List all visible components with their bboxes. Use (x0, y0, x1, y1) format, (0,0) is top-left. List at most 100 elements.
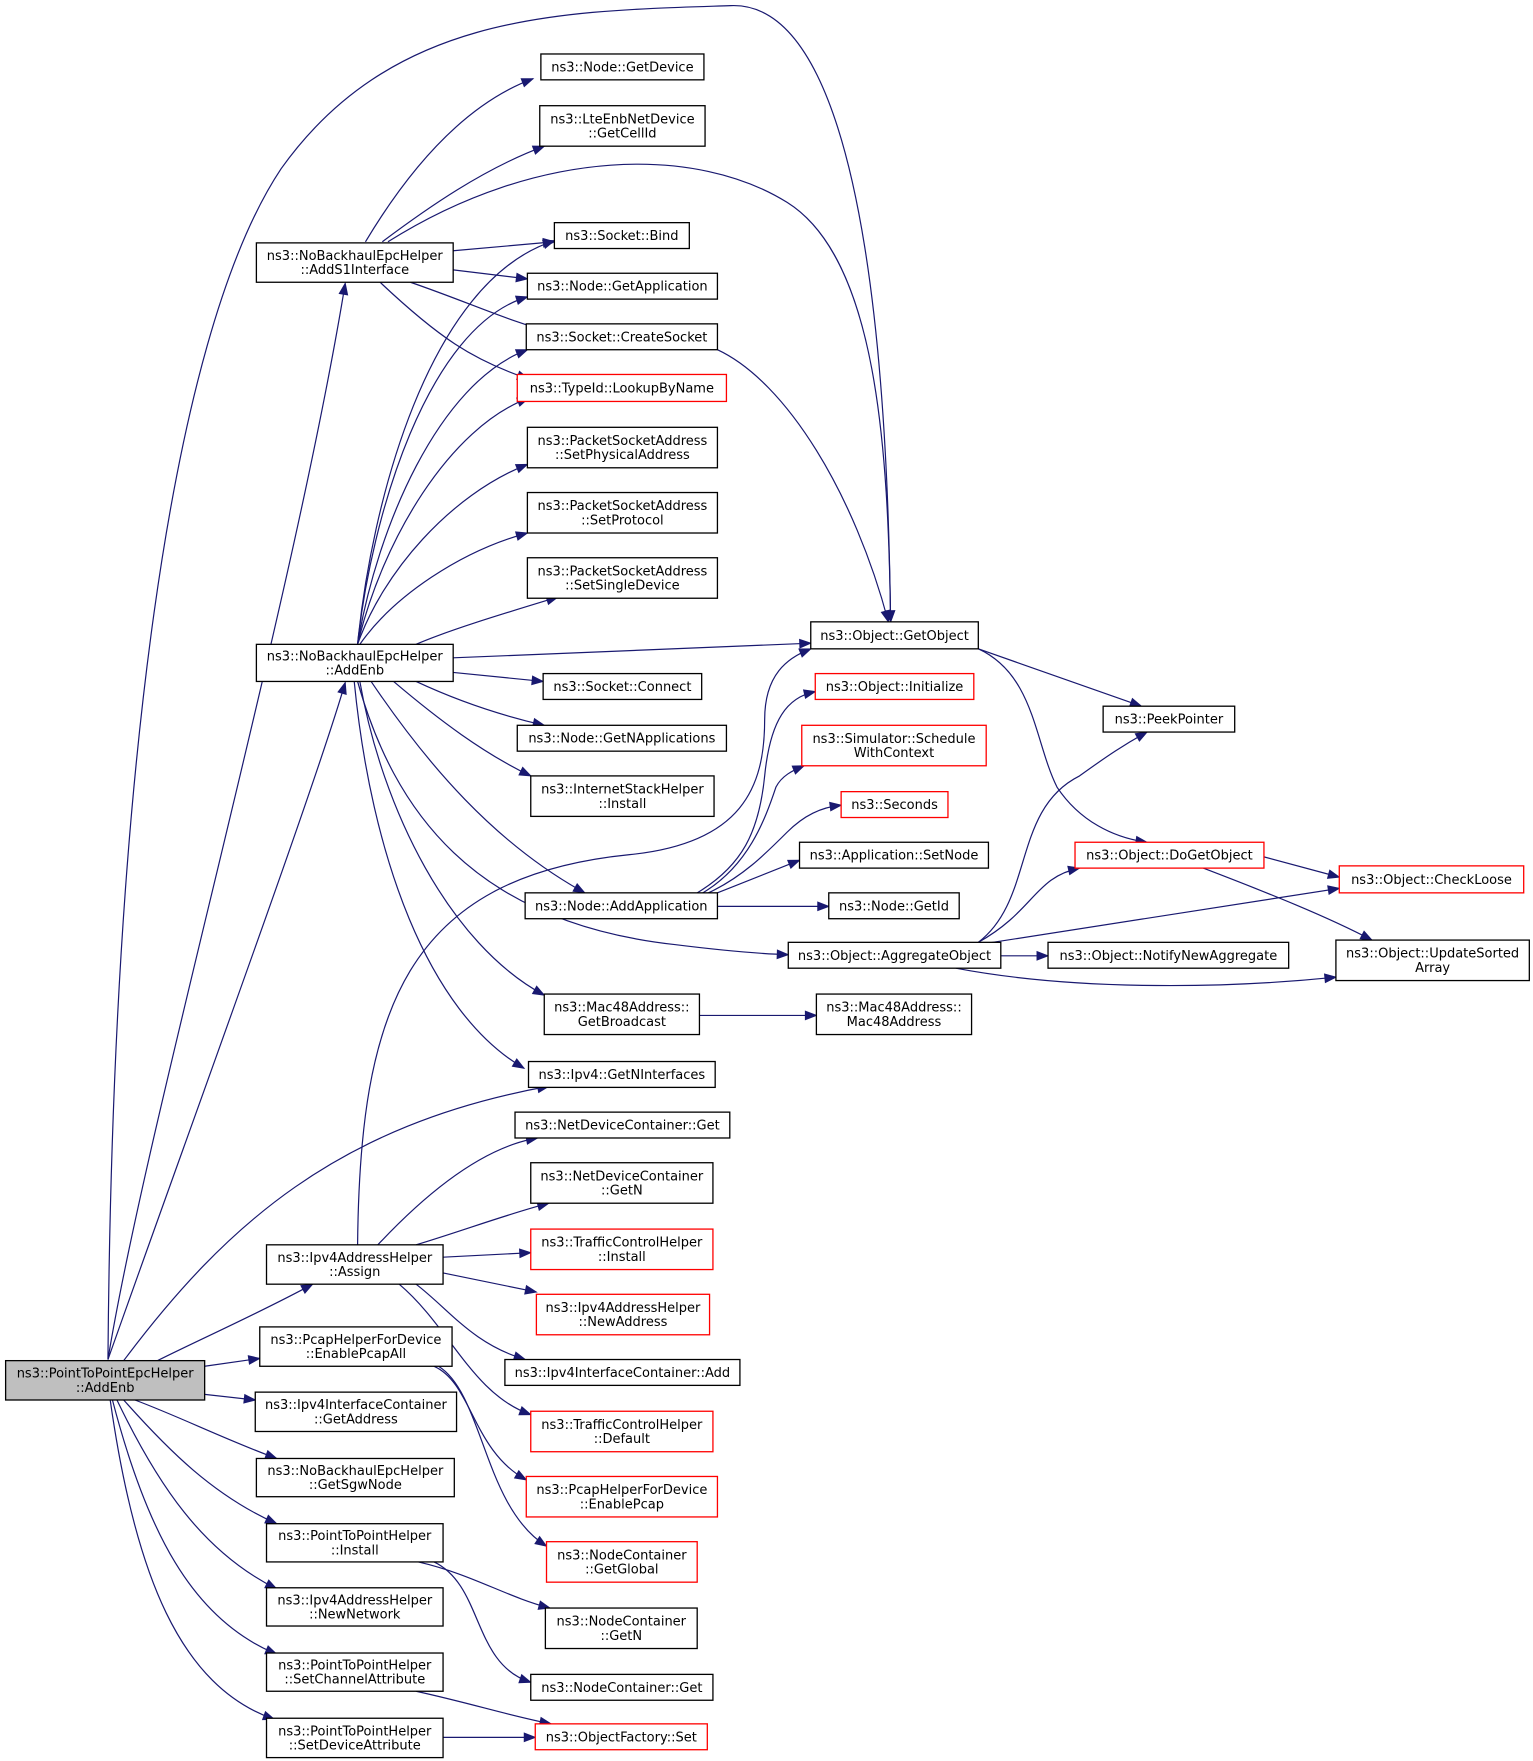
node-enablePcapAll[interactable]: ns3::PcapHelperForDevice::EnablePcapAll (259, 1326, 453, 1367)
node-getObject[interactable]: ns3::Object::GetObject (810, 621, 979, 650)
node-box[interactable] (526, 491, 719, 534)
node-box[interactable] (530, 1228, 714, 1271)
node-mac48Address[interactable]: ns3::Mac48Address::Mac48Address (815, 993, 973, 1036)
node-box[interactable] (801, 724, 987, 767)
node-box[interactable] (539, 105, 706, 147)
node-getNInterfaces[interactable]: ns3::Ipv4::GetNInterfaces (527, 1060, 716, 1089)
node-box[interactable] (255, 1457, 455, 1498)
node-box[interactable] (1338, 865, 1525, 894)
node-setDeviceAttr[interactable]: ns3::PointToPointHelper::SetDeviceAttrib… (265, 1717, 444, 1759)
node-box[interactable] (815, 993, 973, 1036)
node-box[interactable] (265, 1652, 444, 1692)
node-tchInstall[interactable]: ns3::TrafficControlHelper::Install (530, 1228, 714, 1271)
node-box[interactable] (810, 621, 979, 650)
node-p2pInstall[interactable]: ns3::PointToPointHelper::Install (265, 1523, 444, 1563)
node-box[interactable] (840, 791, 949, 819)
node-ncGetN[interactable]: ns3::NodeContainer::GetN (544, 1607, 698, 1650)
node-box[interactable] (530, 1673, 714, 1701)
node-setChannelAttr[interactable]: ns3::PointToPointHelper::SetChannelAttri… (265, 1652, 444, 1692)
node-box[interactable] (265, 1587, 444, 1627)
node-box[interactable] (534, 1723, 708, 1751)
node-notifyNewAggregate[interactable]: ns3::Object::NotifyNewAggregate (1047, 941, 1290, 969)
node-socketBind[interactable]: ns3::Socket::Bind (553, 221, 690, 250)
node-nodeGetApplication[interactable]: ns3::Node::GetApplication (526, 272, 719, 300)
node-newNetwork[interactable]: ns3::Ipv4AddressHelper::NewNetwork (265, 1587, 444, 1627)
node-box[interactable] (553, 221, 690, 250)
node-setSingleDevice[interactable]: ns3::PacketSocketAddress::SetSingleDevic… (526, 557, 719, 599)
node-setProtocol[interactable]: ns3::PacketSocketAddress::SetProtocol (526, 491, 719, 534)
node-box[interactable] (265, 1244, 444, 1285)
node-aggregateObject[interactable]: ns3::Object::AggregateObject (787, 941, 1002, 969)
node-box[interactable] (1102, 705, 1236, 733)
node-box[interactable] (530, 1162, 714, 1204)
node-getGlobal[interactable]: ns3::NodeContainer::GetGlobal (545, 1541, 698, 1583)
node-getCellId[interactable]: ns3::LteEnbNetDevice::GetCellId (539, 105, 706, 147)
node-ndcGetN[interactable]: ns3::NetDeviceContainer::GetN (530, 1162, 714, 1204)
node-objFactorySet[interactable]: ns3::ObjectFactory::Set (534, 1723, 708, 1751)
node-box[interactable] (265, 1717, 444, 1759)
node-box[interactable] (545, 1541, 698, 1583)
node-objInitialize[interactable]: ns3::Object::Initialize (814, 672, 975, 701)
node-seconds[interactable]: ns3::Seconds (840, 791, 949, 819)
node-newAddress[interactable]: ns3::Ipv4AddressHelper::NewAddress (535, 1293, 711, 1336)
node-box[interactable] (1047, 941, 1290, 969)
node-box[interactable] (516, 373, 728, 403)
node-nodeGetId[interactable]: ns3::Node::GetId (828, 892, 960, 920)
node-appSetNode[interactable]: ns3::Application::SetNode (798, 841, 990, 869)
node-box[interactable] (516, 724, 728, 752)
node-enablePcap[interactable]: ns3::PcapHelperForDevice::EnablePcap (525, 1475, 719, 1518)
node-box[interactable] (814, 672, 975, 701)
node-box[interactable] (265, 1523, 444, 1563)
node-box[interactable] (527, 1060, 716, 1089)
node-box[interactable] (1335, 939, 1530, 982)
node-ifcGetAddress[interactable]: ns3::Ipv4InterfaceContainer::GetAddress (254, 1391, 458, 1433)
node-box[interactable] (525, 323, 719, 351)
node-getSgwNode[interactable]: ns3::NoBackhaulEpcHelper::GetSgwNode (255, 1457, 455, 1498)
node-box[interactable] (526, 557, 719, 599)
node-nodeGetDevice[interactable]: ns3::Node::GetDevice (540, 53, 705, 81)
node-box[interactable] (787, 941, 1002, 969)
node-ipv4Assign[interactable]: ns3::Ipv4AddressHelper::Assign (265, 1244, 444, 1285)
node-box[interactable] (798, 841, 990, 869)
node-box[interactable] (254, 1391, 458, 1433)
node-box[interactable] (526, 272, 719, 300)
node-box[interactable] (544, 1607, 698, 1650)
node-box[interactable] (255, 242, 454, 283)
node-box[interactable] (530, 775, 715, 818)
node-box[interactable] (255, 643, 454, 683)
node-box[interactable] (525, 1475, 719, 1518)
node-box[interactable] (535, 1293, 711, 1336)
node-box[interactable] (543, 993, 701, 1036)
node-ndcGet[interactable]: ns3::NetDeviceContainer::Get (514, 1111, 731, 1139)
node-box[interactable] (828, 892, 960, 920)
node-box[interactable] (526, 426, 719, 469)
node-socketConnect[interactable]: ns3::Socket::Connect (542, 672, 703, 701)
node-lookupByName[interactable]: ns3::TypeId::LookupByName (516, 373, 728, 403)
node-setPhysicalAddress[interactable]: ns3::PacketSocketAddress::SetPhysicalAdd… (526, 426, 719, 469)
node-box[interactable] (540, 53, 705, 81)
node-box[interactable] (530, 1410, 714, 1453)
node-box[interactable] (542, 672, 703, 701)
node-ncGet[interactable]: ns3::NodeContainer::Get (530, 1673, 714, 1701)
node-tchDefault[interactable]: ns3::TrafficControlHelper::Default (530, 1410, 714, 1453)
node-box[interactable] (1074, 841, 1265, 869)
node-inetInstall[interactable]: ns3::InternetStackHelper::Install (530, 775, 715, 818)
node-addApplication[interactable]: ns3::Node::AddApplication (524, 892, 719, 920)
node-box[interactable] (4, 1359, 206, 1401)
node-box[interactable] (524, 892, 719, 920)
node-root[interactable]: ns3::PointToPointEpcHelper::AddEnb (4, 1359, 206, 1401)
node-box[interactable] (259, 1326, 453, 1367)
node-box[interactable] (514, 1111, 731, 1139)
node-addEnbNB[interactable]: ns3::NoBackhaulEpcHelper::AddEnb (255, 643, 454, 683)
node-getNApplications[interactable]: ns3::Node::GetNApplications (516, 724, 728, 752)
node-peekPointer[interactable]: ns3::PeekPointer (1102, 705, 1236, 733)
node-createSocket[interactable]: ns3::Socket::CreateSocket (525, 323, 719, 351)
node-getBroadcast[interactable]: ns3::Mac48Address::GetBroadcast (543, 993, 701, 1036)
node-addS1[interactable]: ns3::NoBackhaulEpcHelper::AddS1Interface (255, 242, 454, 283)
node-box[interactable] (504, 1358, 741, 1387)
node-doGetObject[interactable]: ns3::Object::DoGetObject (1074, 841, 1265, 869)
node-checkLoose[interactable]: ns3::Object::CheckLoose (1338, 865, 1525, 894)
node-ifcAdd[interactable]: ns3::Ipv4InterfaceContainer::Add (504, 1358, 741, 1387)
